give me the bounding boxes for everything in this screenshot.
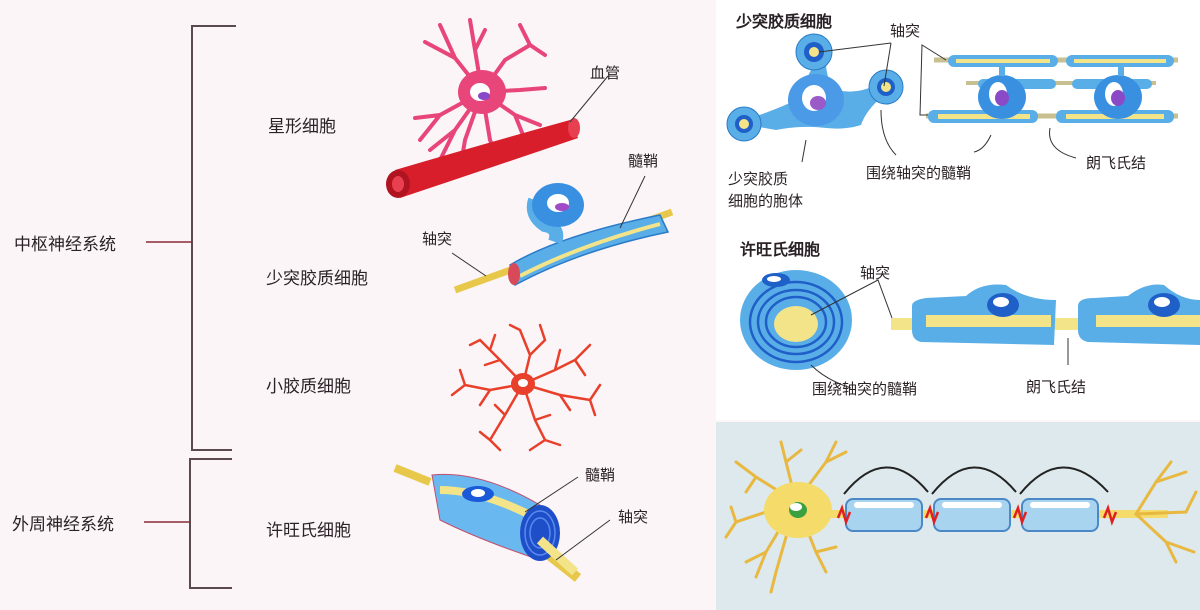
left-diagram-graphics — [144, 18, 674, 589]
oligodendrocyte-label: 少突胶质细胞 — [266, 269, 368, 289]
jump-arrows-icon — [843, 466, 1109, 495]
myelin-callout-2: 髓鞘 — [585, 466, 616, 484]
schwann-spiral-icon — [740, 270, 852, 370]
cns-label: 中枢神经系统 — [14, 235, 116, 255]
pns-node-label: 朗飞氏结 — [1026, 378, 1087, 396]
microglia-icon — [450, 323, 602, 452]
cell-body-label-line2: 细胞的胞体 — [728, 192, 804, 210]
schwann-label: 许旺氏细胞 — [266, 521, 351, 541]
oligodendrocyte-icon — [453, 183, 674, 294]
neuron-icon — [724, 440, 848, 594]
pns-label: 外周神经系统 — [12, 515, 114, 535]
saltatory-conduction-graphics — [724, 440, 1198, 594]
myelin-segments-icon — [845, 498, 1099, 532]
pns-bracket — [189, 458, 232, 589]
axon-callout-2: 轴突 — [618, 508, 649, 526]
oligodendrocyte-body-icon — [726, 33, 904, 142]
schwann-title: 许旺氏细胞 — [740, 240, 821, 259]
blood-vessel-callout: 血管 — [590, 64, 621, 82]
action-potential-spike-icons — [836, 504, 1118, 526]
axon-terminal-icon — [1134, 460, 1198, 564]
oligodendrocyte-title: 少突胶质细胞 — [736, 12, 833, 31]
blood-vessel-icon — [386, 118, 580, 198]
pns-myelinated-axon-icon — [891, 284, 1200, 345]
axon-callout-1: 轴突 — [422, 230, 453, 248]
schwann-cell-icon — [393, 464, 582, 582]
myelination-comparison-panel: 少突胶质细胞 轴突 少突胶质 细胞的胞体 围绕轴突的髓鞘 朗飞氏结 许旺氏细胞 … — [716, 0, 1200, 420]
cns-bracket — [191, 25, 236, 451]
cns-myelin-label: 围绕轴突的髓鞘 — [866, 164, 972, 182]
pns-myelin-label: 围绕轴突的髓鞘 — [812, 380, 918, 398]
glial-cell-classification-panel: 中枢神经系统 外周神经系统 星形细胞 少突胶质细胞 小胶质细胞 许旺氏细胞 血管… — [12, 18, 674, 589]
microglia-label: 小胶质细胞 — [266, 377, 351, 397]
cns-node-label: 朗飞氏结 — [1086, 154, 1147, 172]
axon-label-middle: 轴突 — [860, 264, 891, 282]
cns-myelinated-axons-icon — [926, 55, 1178, 123]
myelin-callout-1: 髓鞘 — [628, 152, 659, 170]
cell-body-label-line1: 少突胶质 — [728, 170, 789, 188]
axon-label-top: 轴突 — [890, 22, 921, 40]
saltatory-conduction-panel — [716, 422, 1200, 610]
astrocyte-label: 星形细胞 — [268, 117, 336, 137]
right-top-graphics — [726, 33, 1200, 389]
astrocyte-icon — [413, 18, 547, 172]
